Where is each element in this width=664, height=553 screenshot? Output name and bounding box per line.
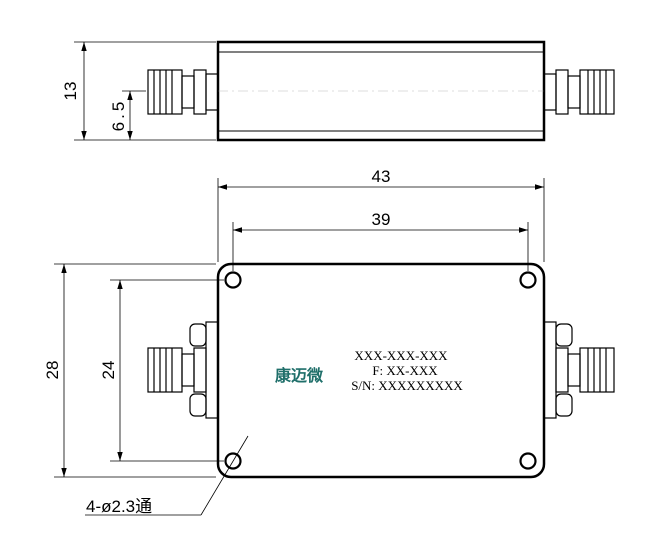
hole-callout-label: 4-ø2.3通 <box>86 497 152 516</box>
mounting-hole-top-left <box>224 271 242 289</box>
center-dim-label: 6.5 <box>109 99 128 132</box>
hole-spacing-width-dim-label: 24 <box>99 361 118 380</box>
left-sma-connector-side <box>147 69 219 115</box>
mounting-hole-bottom-left <box>224 452 242 470</box>
hole-spacing-length-dim-label: 39 <box>372 210 391 229</box>
hole-callout-leader <box>200 435 249 516</box>
right-sma-connector-top <box>543 321 615 419</box>
left-sma-connector-top <box>147 321 219 419</box>
serial-number: S/N: XXXXXXXXX <box>351 378 463 393</box>
side-view <box>74 40 615 142</box>
overall-length-dim-label: 43 <box>372 167 391 186</box>
right-sma-connector-side <box>543 69 615 115</box>
height-dim-label: 13 <box>61 82 80 101</box>
frequency-range: F: XX-XXX <box>372 363 438 378</box>
model-number: XXX-XXX-XXX <box>354 348 448 363</box>
mounting-hole-bottom-right <box>519 452 537 470</box>
top-view <box>54 178 615 516</box>
overall-width-dim-label: 28 <box>43 361 62 380</box>
mounting-hole-top-right <box>519 271 537 289</box>
brand-logo: 康迈微 <box>275 366 324 385</box>
